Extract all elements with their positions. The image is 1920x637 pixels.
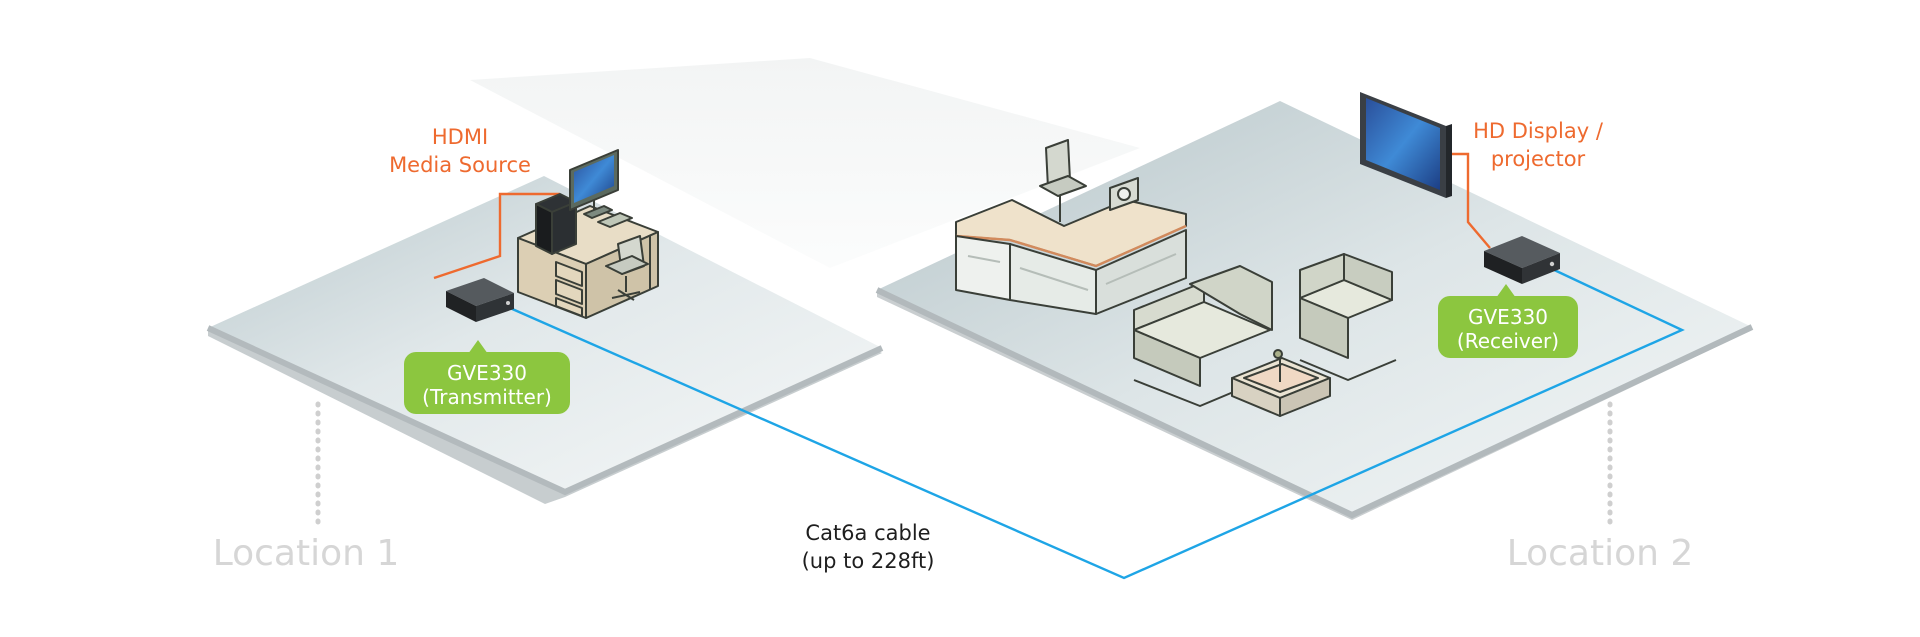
transmitter-device-icon — [446, 278, 514, 322]
hd-display-label-line2: projector — [1491, 147, 1586, 171]
transmitter-badge: GVE330 (Transmitter) — [404, 340, 570, 414]
desk-with-computer-icon — [517, 149, 659, 319]
location-2-label: Location 2 — [1507, 533, 1694, 574]
location-1-label: Location 1 — [213, 533, 400, 574]
receiver-label-line1: GVE330 — [1468, 305, 1548, 329]
floor-location-1 — [206, 176, 884, 504]
hdmi-source-cable — [433, 192, 560, 280]
cable-label-title: Cat6a cable — [805, 521, 930, 545]
receiver-label-line2: (Receiver) — [1457, 329, 1559, 353]
background-room-ghost — [470, 58, 1140, 268]
hd-display-icon — [1360, 92, 1452, 198]
cat6a-cable-line — [509, 266, 1685, 580]
hdmi-source-label-line1: HDMI — [432, 125, 488, 149]
transmitter-label-line2: (Transmitter) — [422, 385, 552, 409]
transmitter-label-line1: GVE330 — [447, 361, 527, 385]
lounge-sofa-icon — [1133, 253, 1397, 417]
receiver-badge: GVE330 (Receiver) — [1438, 284, 1578, 358]
receiver-device-icon — [1484, 236, 1560, 284]
hd-display-label-line1: HD Display / — [1473, 119, 1604, 143]
reception-desk-icon — [955, 139, 1187, 315]
hdmi-display-cable — [1448, 152, 1491, 249]
cable-label-subtitle: (up to 228ft) — [802, 549, 935, 573]
hdmi-source-label-line2: Media Source — [389, 153, 531, 177]
